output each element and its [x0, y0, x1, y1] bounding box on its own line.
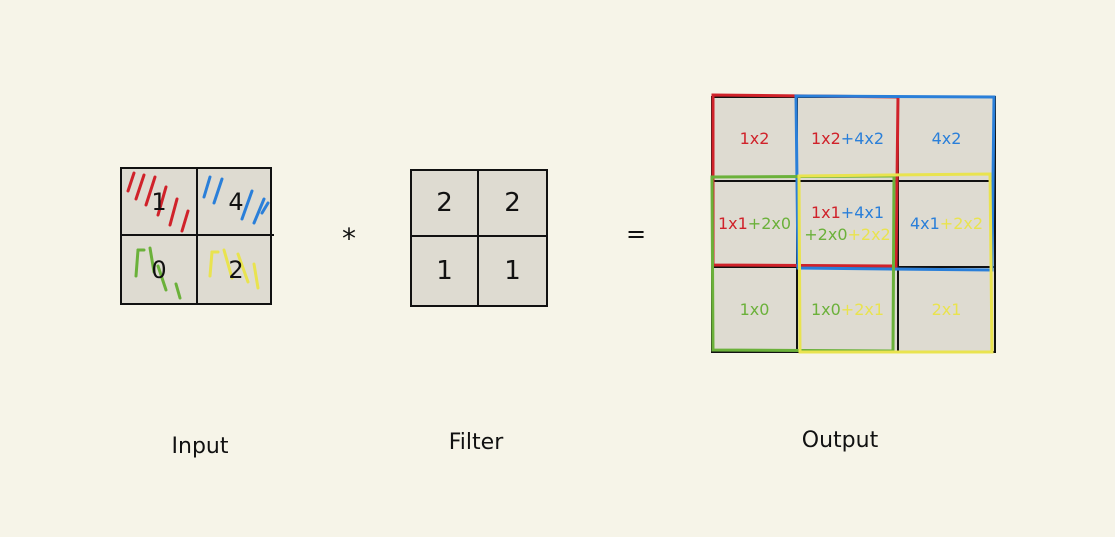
- output-term: +2x0: [804, 225, 848, 244]
- output-term: 2x1: [931, 299, 962, 319]
- output-expression: 1x0+2x1: [811, 299, 884, 321]
- filter-cell: 1: [504, 256, 521, 286]
- output-caption: Output: [801, 428, 879, 453]
- filter-cell: 1: [412, 237, 479, 305]
- input-cell-4: 4: [198, 169, 274, 236]
- input-value: 0: [151, 255, 167, 284]
- output-term: 1x1: [717, 214, 748, 234]
- filter-cell: 2: [479, 171, 546, 237]
- output-term: +2x1: [840, 299, 885, 319]
- input-matrix: 1 4 0 2: [120, 167, 274, 305]
- filter-caption: Filter: [448, 430, 504, 455]
- multiply-operator: *: [342, 222, 356, 255]
- input-cell-1: 1: [122, 169, 198, 236]
- output-term: 1x2: [810, 129, 841, 149]
- output-expression: 1x2+4x2: [811, 128, 884, 150]
- input-value: 2: [228, 255, 244, 284]
- input-caption: Input: [171, 434, 229, 459]
- output-cell: 4x2: [899, 98, 994, 182]
- output-term: +4x2: [840, 129, 885, 149]
- output-term: +4x1: [840, 203, 885, 223]
- output-term: 1x2: [739, 129, 770, 149]
- output-cell: 2x1: [899, 268, 994, 351]
- output-cell: 1x2: [713, 98, 798, 182]
- output-cell: 4x1+2x2: [899, 182, 994, 268]
- output-expression: 1x1+4x1 +2x0+2x2: [804, 202, 890, 245]
- output-expression: 2x1: [932, 299, 962, 321]
- output-term: 1x1: [810, 203, 841, 223]
- input-value: 1: [151, 187, 167, 216]
- output-expression: 4x2: [932, 128, 962, 150]
- output-cell: 1x1+2x0: [713, 182, 798, 268]
- equals-operator: =: [626, 220, 647, 248]
- output-term: +2x2: [939, 214, 984, 234]
- filter-matrix: 2 2 1 1: [410, 169, 548, 307]
- filter-cell: 2: [412, 171, 479, 237]
- output-expression: 1x2: [740, 128, 770, 150]
- output-term: 1x0: [739, 299, 770, 319]
- input-cell-2: 2: [198, 236, 274, 303]
- output-term: 4x2: [931, 129, 962, 149]
- output-cell: 1x1+4x1 +2x0+2x2: [798, 182, 899, 268]
- output-cell: 1x2+4x2: [798, 98, 899, 182]
- output-expression: 1x1+2x0: [718, 213, 791, 235]
- output-expression: 4x1+2x2: [910, 213, 983, 235]
- output-term: +2x0: [747, 214, 792, 234]
- output-term: 4x1: [909, 214, 940, 234]
- input-cell-0: 0: [122, 236, 198, 303]
- output-cell: 1x0: [713, 268, 798, 351]
- input-value: 4: [228, 187, 244, 216]
- output-term: +2x2: [847, 225, 891, 244]
- output-term: 1x0: [810, 299, 841, 319]
- output-expression: 1x0: [740, 299, 770, 321]
- output-cell: 1x0+2x1: [798, 268, 899, 351]
